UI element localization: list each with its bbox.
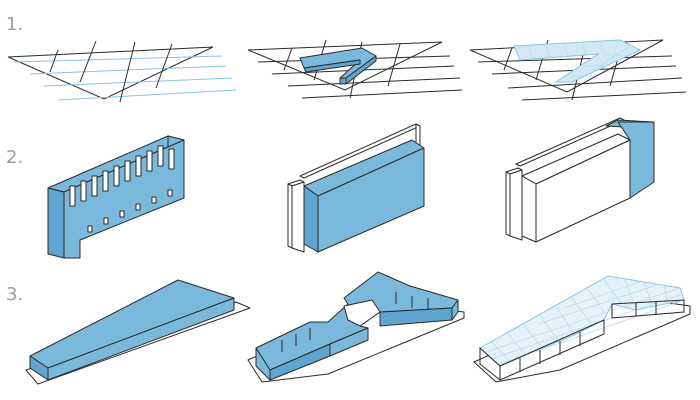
step-3c-roof-structure — [473, 275, 691, 383]
step-3a-wedge-mass — [25, 279, 251, 385]
step-1c-site-grid-structure — [469, 39, 687, 101]
step-3b-articulated-mass — [247, 271, 465, 383]
step-2a-facade-slab — [47, 135, 185, 259]
row-3-label: 3. — [6, 284, 24, 305]
step-2b-core-volume — [287, 123, 425, 253]
row-2-label: 2. — [6, 147, 24, 168]
step-1a-site-grid — [7, 40, 237, 103]
step-1b-site-grid-volume — [247, 39, 463, 99]
step-2c-envelope — [505, 117, 655, 243]
row-1-label: 1. — [6, 14, 24, 35]
